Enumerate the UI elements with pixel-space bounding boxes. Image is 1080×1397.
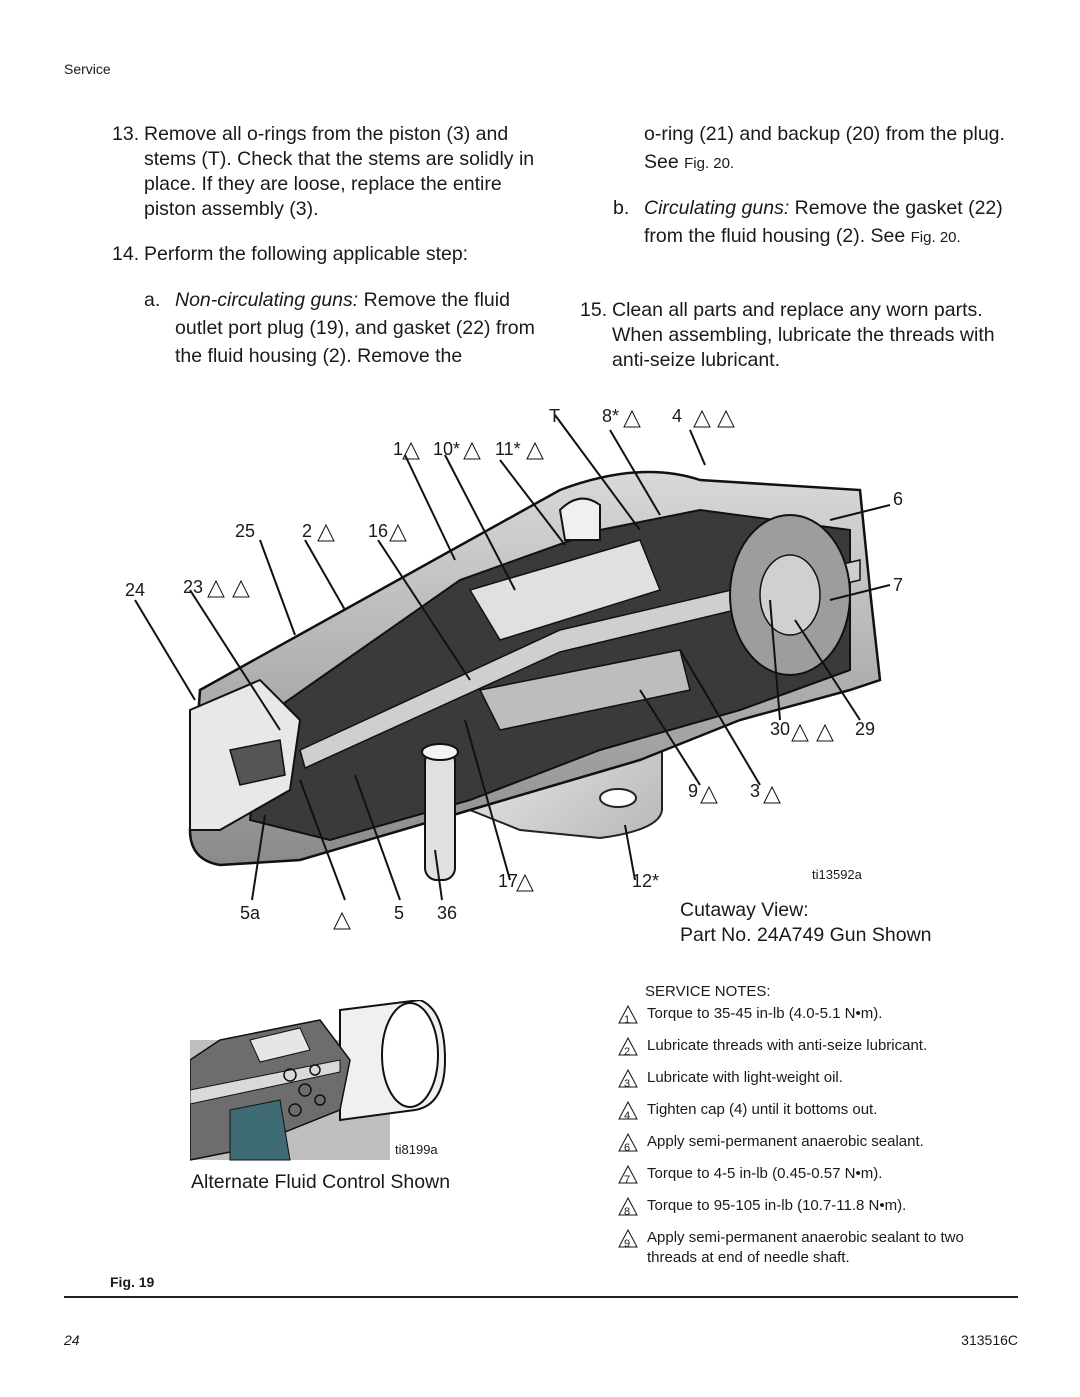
footer-rule: [64, 1296, 1018, 1298]
figure-caption-line1: Cutaway View:: [680, 899, 809, 921]
label-23: 23: [183, 577, 204, 597]
step-italic: Circulating guns:: [644, 197, 790, 219]
label-25: 25: [235, 521, 256, 541]
note-triangle-icon: 7: [617, 1164, 641, 1186]
step-text: Non-circulating guns: Remove the fluid o…: [175, 286, 550, 370]
step-14a-continued: o-ring (21) and backup (20) from the plu…: [644, 120, 1024, 180]
step-14a: a. Non-circulating guns: Remove the flui…: [144, 286, 554, 376]
cutaway-illustration: [134, 414, 891, 901]
note-text: Lubricate with light-weight oil.: [647, 1069, 843, 1086]
step-body: o-ring (21) and backup (20) from the plu…: [644, 123, 1005, 173]
step-text: Circulating guns: Remove the gasket (22)…: [644, 194, 1019, 252]
service-note: 2 Lubricate threads with anti-seize lubr…: [617, 1036, 1007, 1058]
step-number: 14.: [112, 243, 140, 265]
note-triangle-icon: 1: [617, 1004, 641, 1026]
note-triangle-icon: 2: [617, 1036, 641, 1058]
note-text: Torque to 35-45 in-lb (4.0-5.1 N•m).: [647, 1005, 883, 1022]
step-letter: b.: [613, 197, 630, 219]
document-number: 313516C: [961, 1332, 1018, 1348]
figure-id-alt: ti8199a: [395, 1142, 438, 1157]
figure-id-main: ti13592a: [812, 867, 862, 882]
fig-reference: Fig. 20.: [684, 155, 735, 172]
step-13: 13. Remove all o-rings from the piston (…: [112, 122, 552, 222]
label-36: 36: [437, 903, 458, 923]
service-note: 8 Torque to 95-105 in-lb (10.7-11.8 N•m)…: [617, 1196, 1007, 1218]
label-16: 16: [368, 521, 389, 541]
step-body: Remove the fluid outlet port plug (19), …: [175, 289, 535, 367]
note-text: Apply semi-permanent anaerobic sealant.: [647, 1133, 924, 1150]
label-30: 30: [770, 719, 791, 739]
step-text: Remove all o-rings from the piston (3) a…: [144, 123, 535, 220]
note-text: Torque to 95-105 in-lb (10.7-11.8 N•m).: [647, 1197, 907, 1214]
service-note: 3 Lubricate with light-weight oil.: [617, 1068, 1007, 1090]
label-7: 7: [893, 575, 904, 595]
step-15: 15. Clean all parts and replace any worn…: [580, 298, 1020, 378]
step-italic: Non-circulating guns:: [175, 289, 359, 311]
page-number: 24: [64, 1332, 80, 1348]
section-header: Service: [64, 61, 111, 77]
label-1: 1: [393, 439, 404, 459]
note-triangle-icon: 9: [617, 1228, 641, 1250]
label-17: 17: [498, 871, 519, 891]
label-2: 2: [302, 521, 313, 541]
note-text: Torque to 4-5 in-lb (0.45-0.57 N•m).: [647, 1165, 883, 1182]
step-number: 13.: [112, 123, 140, 145]
step-14b: b. Circulating guns: Remove the gasket (…: [613, 194, 1023, 284]
label-5: 5: [394, 903, 405, 923]
step-body: Remove the gasket (22) from the fluid ho…: [644, 197, 1003, 247]
label-T: T: [549, 406, 560, 426]
step-text: Clean all parts and replace any worn par…: [612, 299, 995, 371]
label-4: 4: [672, 406, 683, 426]
alternate-caption: Alternate Fluid Control Shown: [191, 1171, 451, 1193]
label-12: 12*: [632, 871, 660, 891]
step-letter: a.: [144, 289, 161, 311]
note-triangle-icon: 3: [617, 1068, 641, 1090]
service-note: 1 Torque to 35-45 in-lb (4.0-5.1 N•m).: [617, 1004, 1007, 1026]
step-text: Perform the following applicable step:: [144, 243, 469, 265]
service-notes-title: SERVICE NOTES:: [645, 983, 771, 1000]
note-text: Apply semi-permanent anaerobic sealant t…: [647, 1229, 964, 1266]
label-6: 6: [893, 489, 904, 509]
label-8: 8*: [602, 406, 620, 426]
label-10: 10*: [433, 439, 461, 459]
alternate-fluid-control-illustration: [190, 1000, 447, 1161]
step-number: 15.: [580, 299, 608, 321]
label-9: 9: [688, 781, 699, 801]
label-11: 11*: [495, 439, 521, 459]
label-29: 29: [855, 719, 876, 739]
figure-label: Fig. 19: [110, 1274, 155, 1290]
service-note: 6 Apply semi-permanent anaerobic sealant…: [617, 1132, 1007, 1154]
service-note: 9 Apply semi-permanent anaerobic sealant…: [617, 1228, 1007, 1268]
label-24: 24: [125, 580, 146, 600]
note-triangle-icon: 4: [617, 1100, 641, 1122]
note-triangle-icon: 6: [617, 1132, 641, 1154]
label-3: 3: [750, 781, 761, 801]
step-14: 14. Perform the following applicable ste…: [112, 242, 552, 268]
note-text: Lubricate threads with anti-seize lubric…: [647, 1037, 928, 1054]
note-text: Tighten cap (4) until it bottoms out.: [647, 1101, 878, 1118]
label-5a: 5a: [240, 903, 261, 923]
note-triangle-icon: 8: [617, 1196, 641, 1218]
figure-caption-line2: Part No. 24A749 Gun Shown: [680, 924, 932, 946]
fig-reference: Fig. 20.: [910, 229, 961, 246]
service-note: 4 Tighten cap (4) until it bottoms out.: [617, 1100, 1007, 1122]
service-note: 7 Torque to 4-5 in-lb (0.45-0.57 N•m).: [617, 1164, 1007, 1186]
